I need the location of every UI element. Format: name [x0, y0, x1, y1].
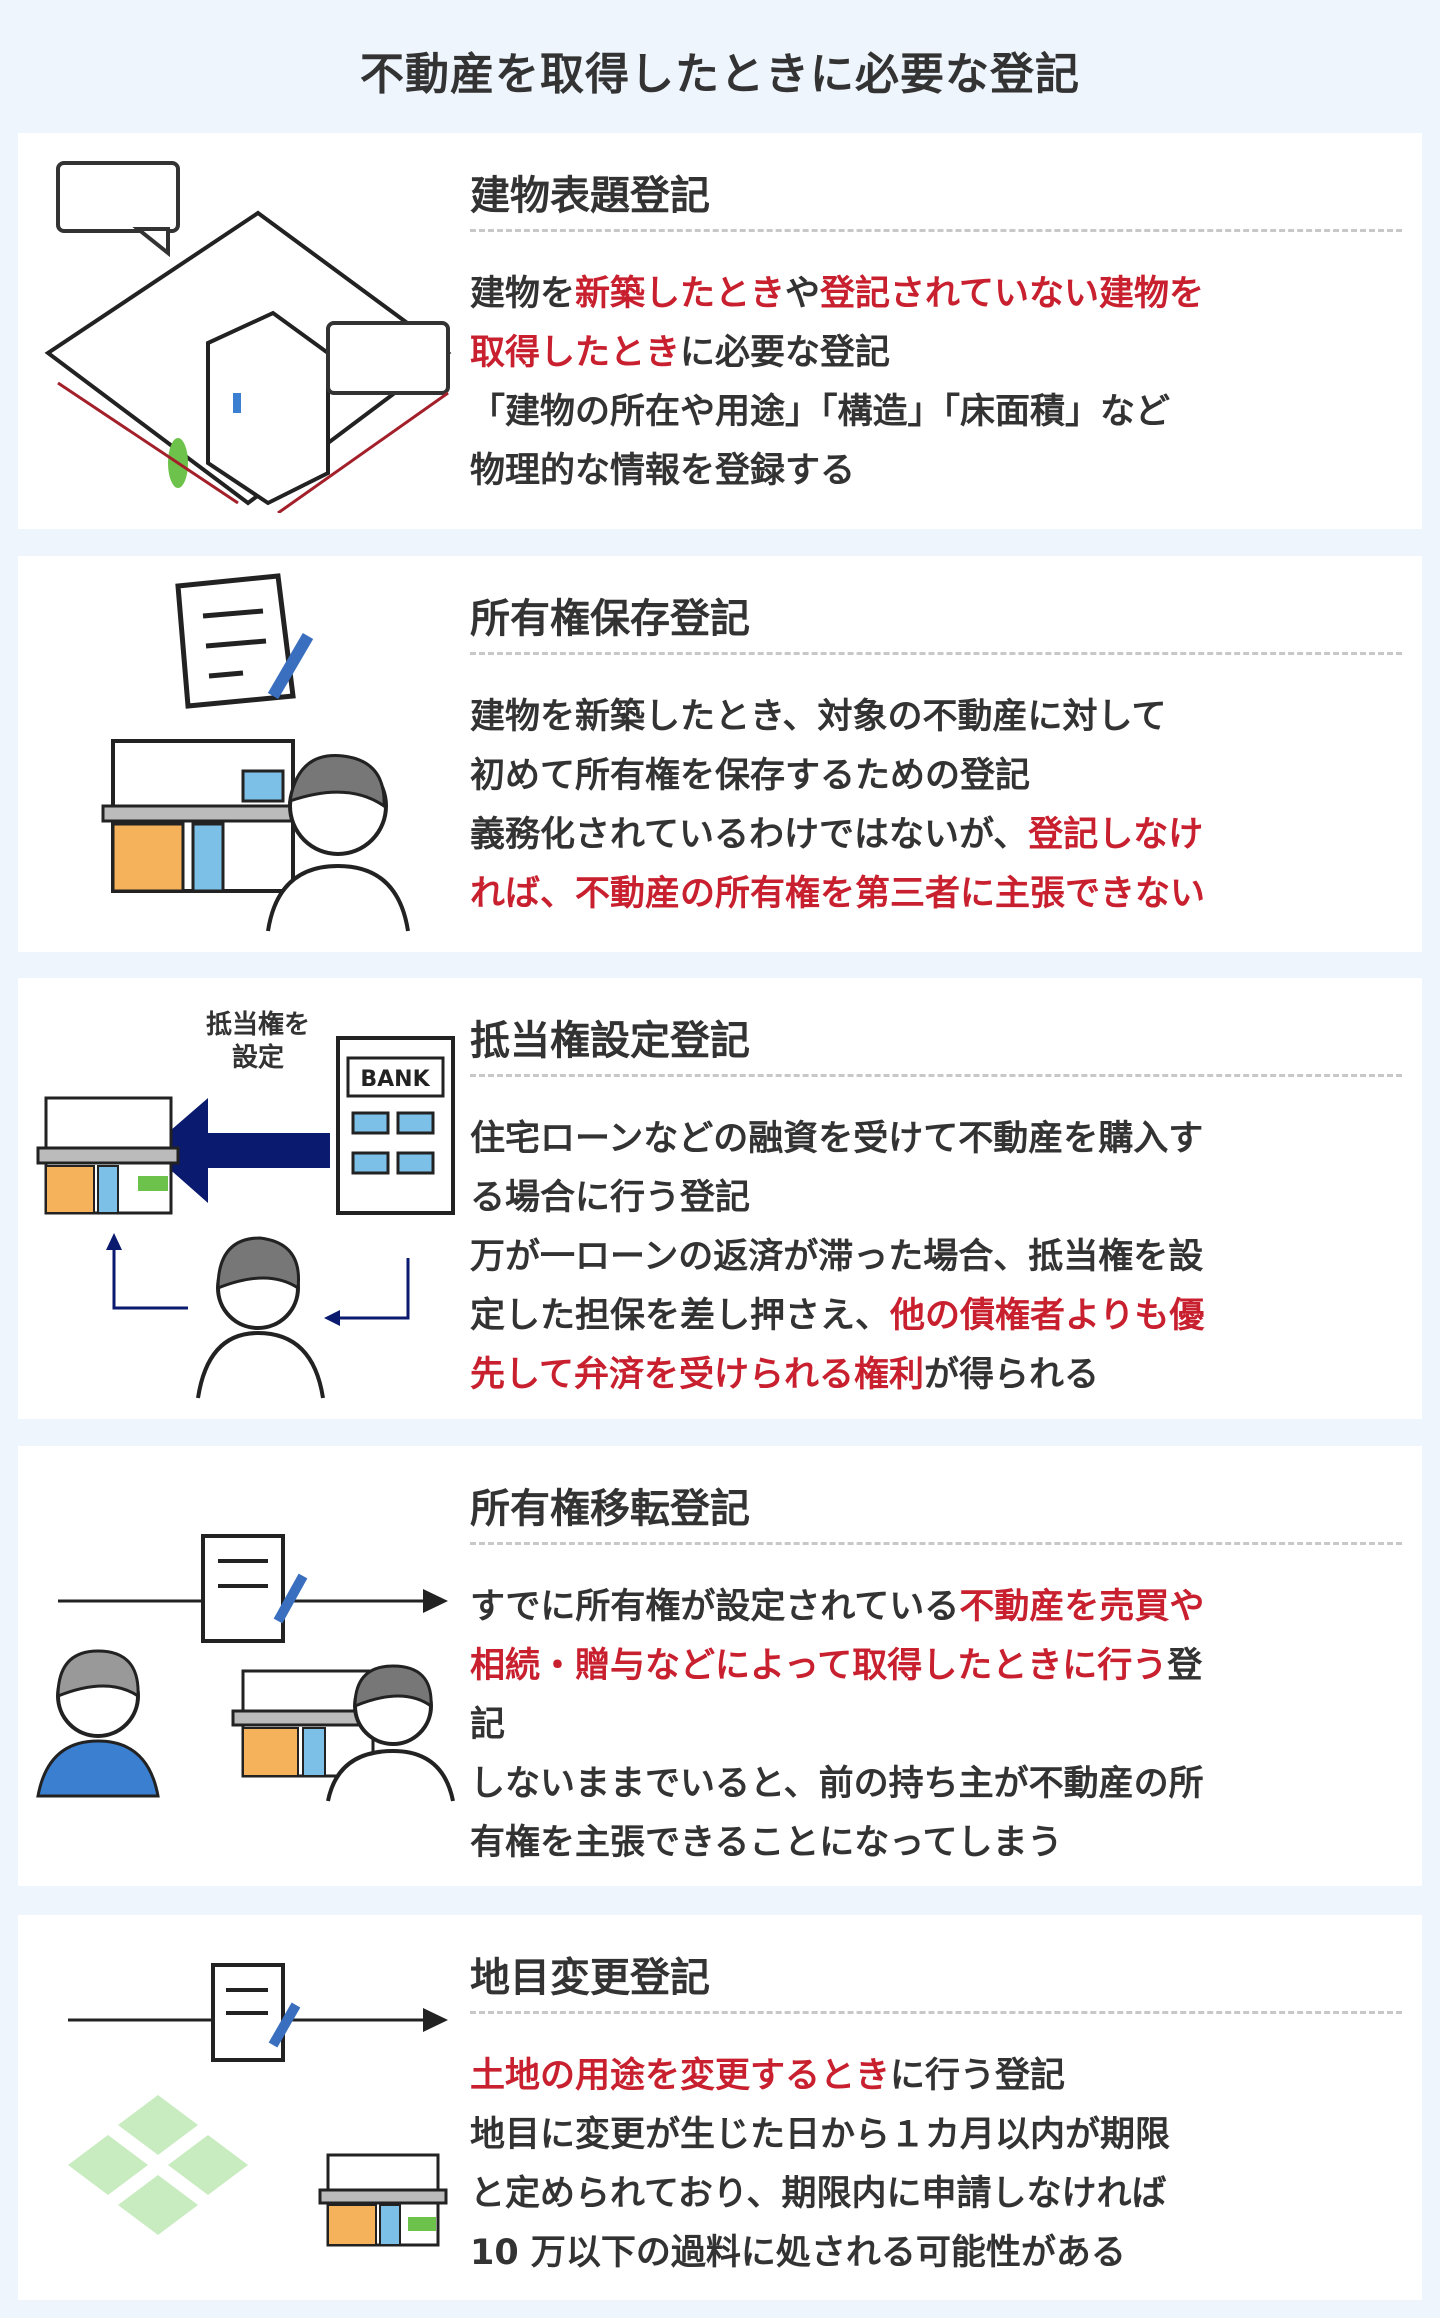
- card-ownership-preservation: 所有権保存登記 建物を新築したとき、対象の不動産に対して初めて所有権を保存するた…: [18, 556, 1422, 952]
- body-text: 物理的な情報を登録する: [470, 451, 856, 491]
- body-text: 地目に変更が生じた日から１カ月以内が期限: [470, 2115, 1171, 2155]
- body-line: 土地の用途を変更するときに行う登記: [470, 2047, 1420, 2106]
- body-text: や: [785, 274, 821, 314]
- highlighted-text: 登記しなけ: [1028, 815, 1204, 855]
- body-line: 相続・贈与などによって取得したときに行う登: [470, 1637, 1420, 1696]
- document-house-person-illustration: [101, 573, 410, 932]
- body-line: 10 万以下の過料に処される可能性がある: [470, 2224, 1420, 2283]
- dashed-divider: [470, 229, 1402, 232]
- highlighted-text: 他の債権者よりも優: [890, 1296, 1205, 1336]
- card-body: 建物を新築したとき、対象の不動産に対して初めて所有権を保存するための登記義務化さ…: [470, 688, 1420, 924]
- body-text: に必要な登記: [680, 333, 891, 373]
- body-line: 先して弁済を受けられる権利が得られる: [470, 1346, 1420, 1405]
- body-text: 建物を: [470, 274, 576, 314]
- body-line: 地目に変更が生じた日から１カ月以内が期限: [470, 2106, 1420, 2165]
- card-body: 住宅ローンなどの融資を受けて不動産を購入する場合に行う登記万が一ローンの返済が滞…: [470, 1110, 1420, 1405]
- body-line: る場合に行う登記: [470, 1169, 1420, 1228]
- highlighted-text: 相続・贈与などによって取得したときに行う: [470, 1646, 1168, 1686]
- body-text: 「建物の所在や用途」「構造」「床面積」など: [470, 392, 1171, 432]
- highlighted-text: 不動産を売買や: [959, 1587, 1205, 1627]
- highlighted-text: 先して弁済を受けられる権利: [470, 1355, 924, 1395]
- body-text: 住宅ローンなどの融資を受けて不動産を購入す: [470, 1119, 1204, 1159]
- highlighted-text: 取得したとき: [470, 333, 681, 373]
- dashed-divider: [470, 1542, 1402, 1545]
- bank-mortgage-illustration: 抵当権を 設定 BANK: [36, 1009, 455, 1399]
- card-heading: 建物表題登記: [470, 173, 710, 219]
- body-line: 取得したときに必要な登記: [470, 324, 1420, 383]
- body-text: 記: [470, 1705, 506, 1745]
- body-line: しないままでいると、前の持ち主が不動産の所: [470, 1755, 1420, 1814]
- card-body: すでに所有権が設定されている不動産を売買や相続・贈与などによって取得したときに行…: [470, 1578, 1420, 1873]
- arrow-left-icon: [148, 1098, 330, 1203]
- card-body: 建物を新築したときや登記されていない建物を取得したときに必要な登記「建物の所在や…: [470, 265, 1420, 501]
- body-text: る場合に行う登記: [470, 1178, 751, 1218]
- body-line: 記: [470, 1696, 1420, 1755]
- card-heading: 所有権保存登記: [470, 596, 750, 642]
- body-line: れば、不動産の所有権を第三者に主張できない: [470, 865, 1420, 924]
- body-line: 万が一ローンの返済が滞った場合、抵当権を設: [470, 1228, 1420, 1287]
- body-text: 有権を主張できることになってしまう: [470, 1823, 1063, 1863]
- bank-sign: BANK: [360, 1067, 430, 1092]
- mortgage-label-2: 設定: [232, 1042, 284, 1073]
- body-line: 物理的な情報を登録する: [470, 442, 1420, 501]
- body-text: 義務化されているわけではないが、: [470, 815, 1029, 855]
- body-line: 義務化されているわけではないが、登記しなけ: [470, 806, 1420, 865]
- body-text: 登: [1167, 1646, 1203, 1686]
- body-line: 住宅ローンなどの融資を受けて不動産を購入す: [470, 1110, 1420, 1169]
- mortgage-label-1: 抵当権を: [206, 1009, 310, 1040]
- card-heading: 地目変更登記: [470, 1955, 710, 2001]
- body-text: が得られる: [923, 1355, 1099, 1395]
- body-text: に行う登記: [890, 2056, 1066, 2096]
- card-ownership-transfer: 所有権移転登記 すでに所有権が設定されている不動産を売買や相続・贈与などによって…: [18, 1446, 1422, 1886]
- body-line: すでに所有権が設定されている不動産を売買や: [470, 1578, 1420, 1637]
- card-building-title: 建物表題登記 建物を新築したときや登記されていない建物を取得したときに必要な登記…: [18, 133, 1422, 529]
- card-body: 土地の用途を変更するときに行う登記地目に変更が生じた日から１カ月以内が期限と定め…: [470, 2047, 1420, 2283]
- card-land-category-change: 地目変更登記 土地の用途を変更するときに行う登記地目に変更が生じた日から１カ月以…: [18, 1915, 1422, 2300]
- body-line: 初めて所有権を保存するための登記: [470, 747, 1420, 806]
- page-title: 不動産を取得したときに必要な登記: [360, 49, 1080, 100]
- body-text: 万が一ローンの返済が滞った場合、抵当権を設: [470, 1237, 1204, 1277]
- card-mortgage-setting: 抵当権を 設定 BANK 抵当権設定登記 住宅ローンなどの融資を受けて不動産を購…: [18, 978, 1422, 1419]
- dashed-divider: [470, 1074, 1402, 1077]
- highlighted-text: 新築したとき: [575, 274, 786, 314]
- body-text: すでに所有権が設定されている: [470, 1587, 960, 1627]
- body-line: 「建物の所在や用途」「構造」「床面積」など: [470, 383, 1420, 442]
- dashed-divider: [470, 2011, 1402, 2014]
- body-text: 10 万以下の過料に処される可能性がある: [470, 2233, 1126, 2273]
- body-line: 建物を新築したとき、対象の不動産に対して: [470, 688, 1420, 747]
- land-change-illustration: [68, 1963, 448, 2247]
- body-text: と定められており、期限内に申請しなければ: [470, 2174, 1167, 2214]
- body-line: 建物を新築したときや登記されていない建物を: [470, 265, 1420, 324]
- highlighted-text: 登記されていない建物を: [820, 274, 1204, 314]
- body-text: しないままでいると、前の持ち主が不動産の所: [470, 1764, 1204, 1804]
- body-text: 定した担保を差し押さえ、: [470, 1296, 891, 1336]
- body-line: 定した担保を差し押さえ、他の債権者よりも優: [470, 1287, 1420, 1346]
- highlighted-text: れば、不動産の所有権を第三者に主張できない: [470, 874, 1206, 914]
- ownership-transfer-illustration: [36, 1534, 455, 1802]
- building-land-illustration: [44, 161, 452, 513]
- dashed-divider: [470, 652, 1402, 655]
- body-text: 初めて所有権を保存するための登記: [470, 756, 1031, 796]
- card-heading: 所有権移転登記: [470, 1486, 750, 1532]
- body-line: 有権を主張できることになってしまう: [470, 1814, 1420, 1873]
- highlighted-text: 土地の用途を変更するとき: [470, 2056, 891, 2096]
- body-line: と定められており、期限内に申請しなければ: [470, 2165, 1420, 2224]
- body-text: 建物を新築したとき、対象の不動産に対して: [470, 697, 1167, 737]
- card-heading: 抵当権設定登記: [470, 1018, 750, 1064]
